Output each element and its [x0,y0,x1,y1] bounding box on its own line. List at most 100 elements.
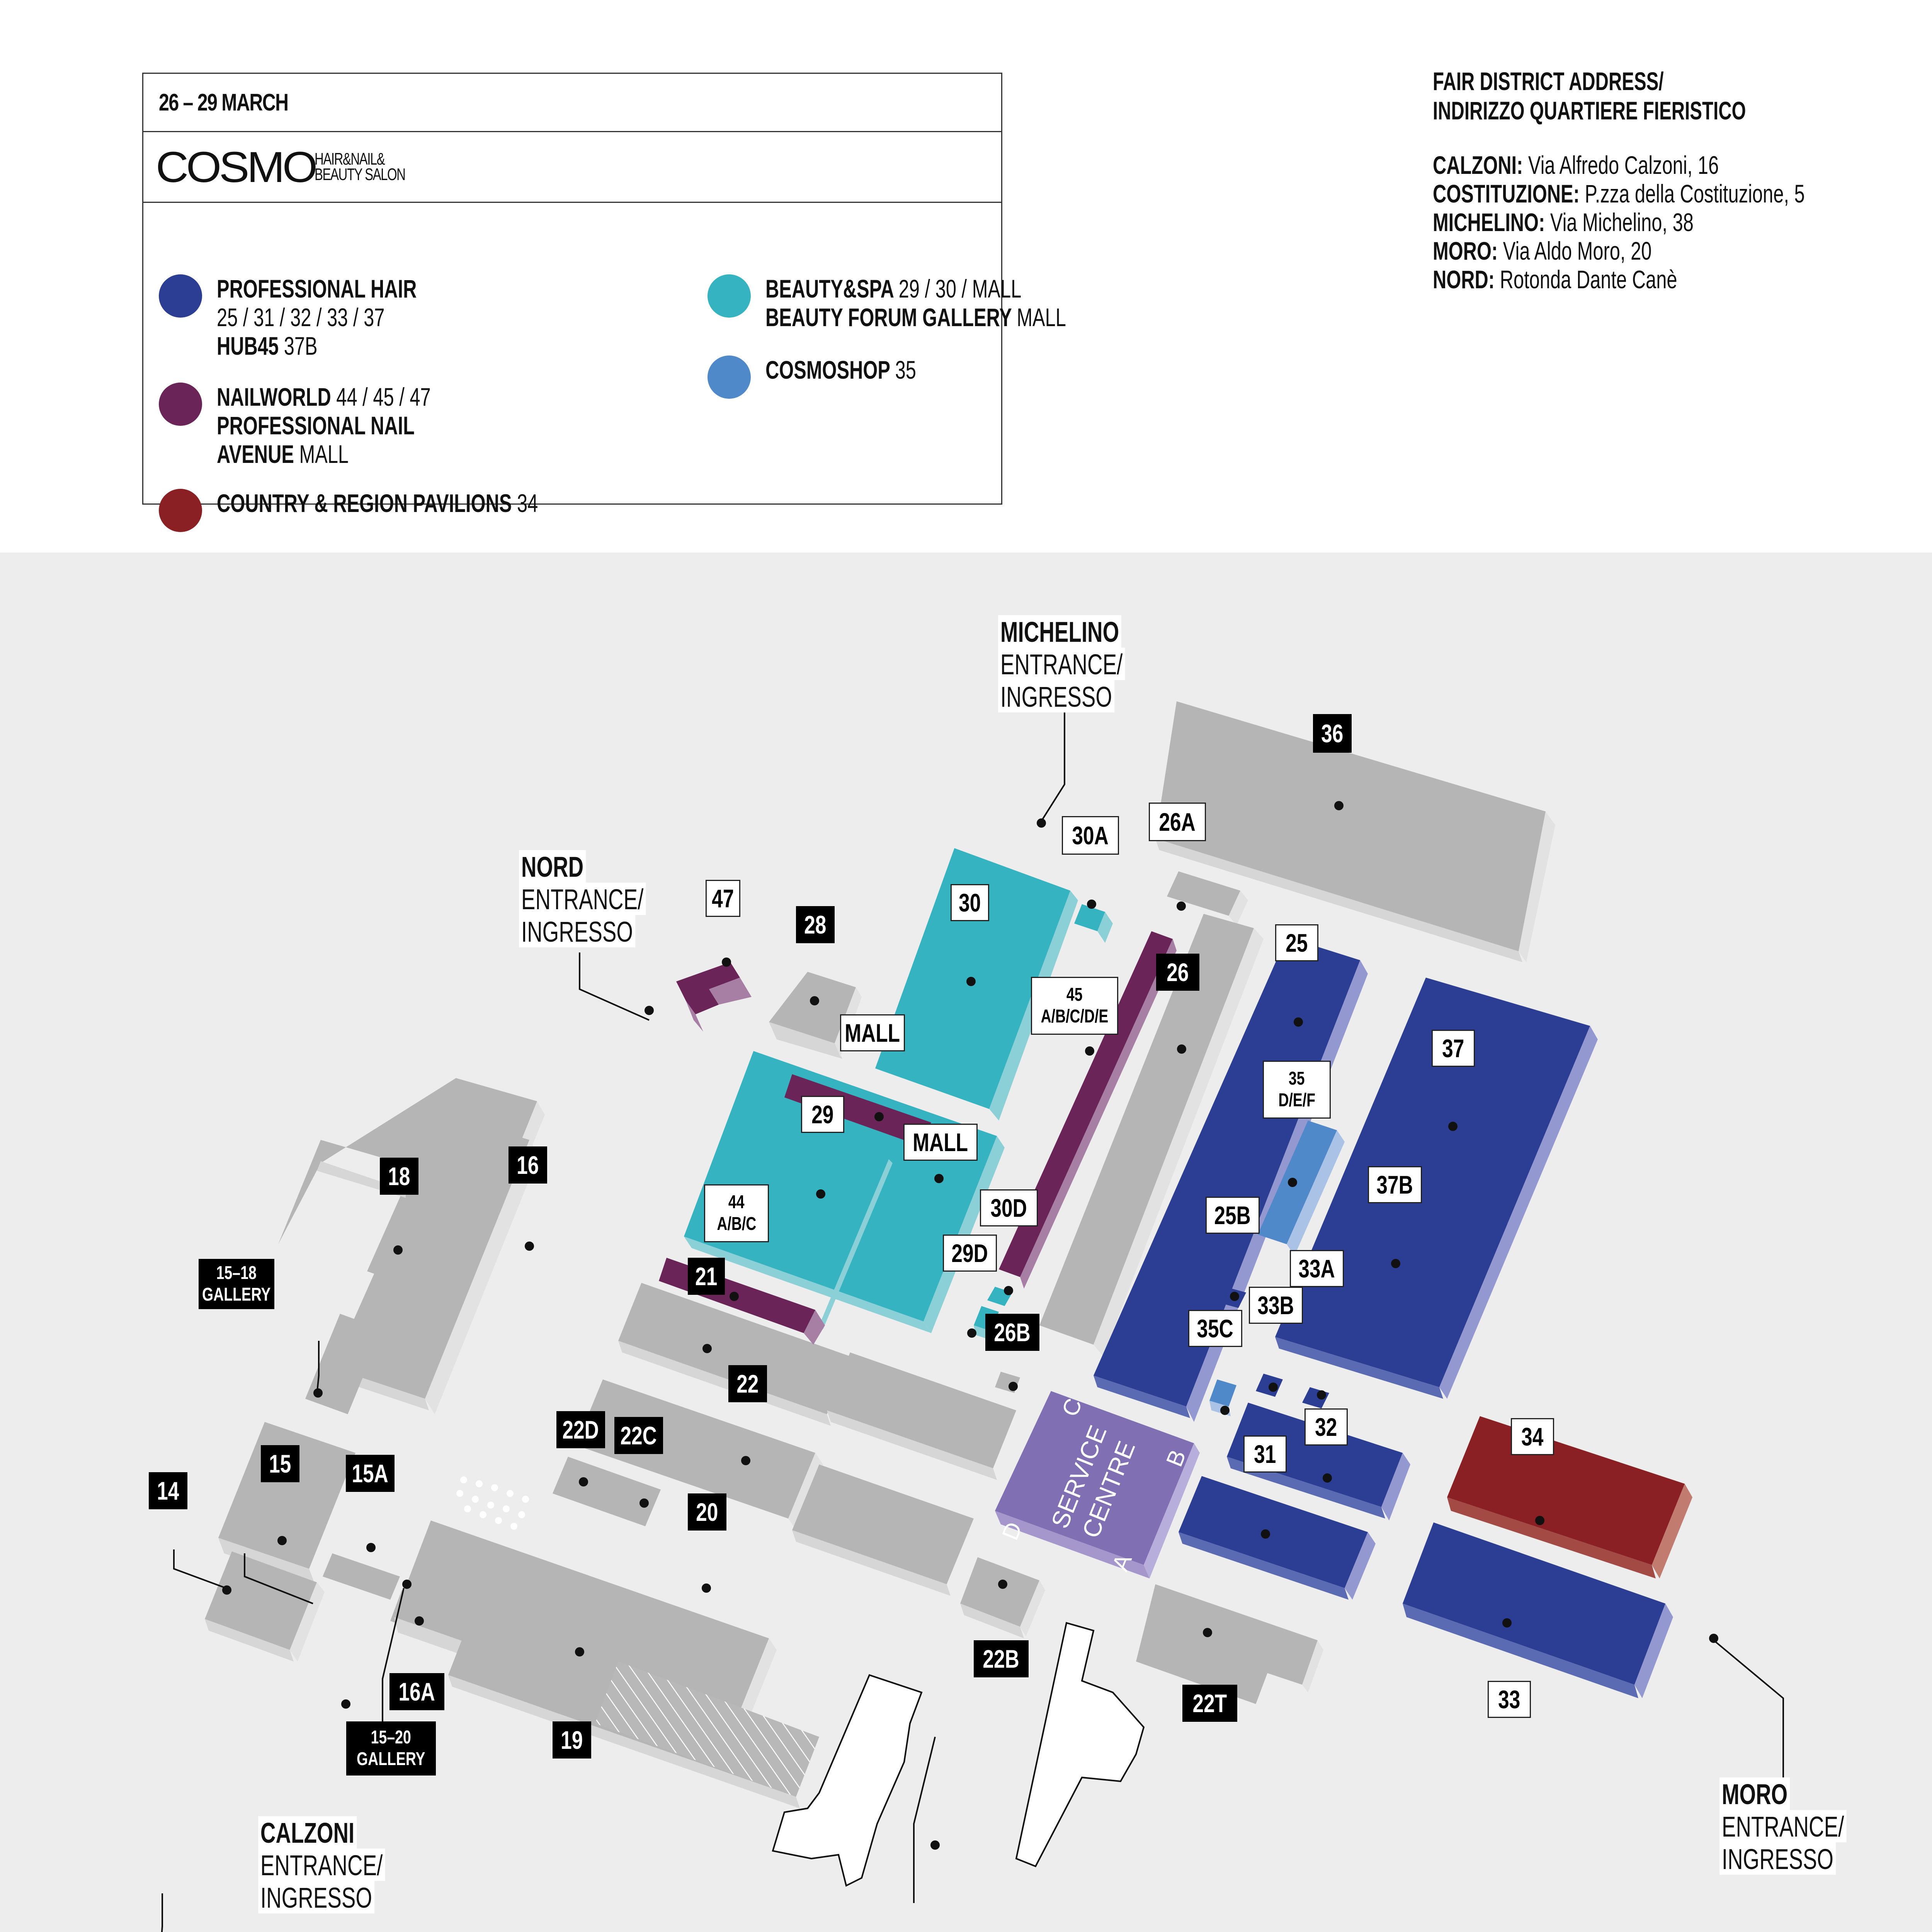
pavilion-label-25[interactable]: 25 [1275,924,1318,961]
entrance-sub: ENTRANCE/ [998,648,1125,680]
pavilion-label-29d[interactable]: 29D [943,1235,997,1272]
pavilion-label-22t[interactable]: 22T [1182,1685,1237,1722]
pavilion-33[interactable] [1403,1522,1673,1698]
pavilion-45[interactable] [999,931,1177,1289]
entrance-sub: INGRESSO [998,680,1114,713]
pavilion-label-21[interactable]: 21 [688,1258,725,1295]
color-dot-icon [159,489,202,532]
pavilion-label-18[interactable]: 18 [380,1158,418,1195]
pavilion-label-33b[interactable]: 33B [1249,1287,1303,1324]
pavilion-label-text: 30A [1072,821,1109,850]
pavilion-label-20[interactable]: 20 [688,1493,726,1531]
pavilion-label-text: 34 [1521,1422,1544,1451]
pavilion-15A[interactable] [323,1553,400,1600]
legend-item-country_region: COUNTRY & REGION PAVILIONS 34 [159,489,651,532]
pavilion-31[interactable] [1179,1476,1376,1600]
color-dot-icon [707,274,751,318]
pavilion-label-22d[interactable]: 22D [556,1411,605,1448]
pavilion-label-31[interactable]: 31 [1243,1435,1287,1473]
pavilion-label-28[interactable]: 28 [796,906,835,943]
pavilion-26B[interactable] [995,1372,1020,1393]
pavilion-label-text: 22 [736,1369,759,1398]
pattern-dots [456,1476,529,1530]
pavilion-label-text: 47 [712,884,734,913]
pavilion-label-text: 18 [388,1162,410,1190]
pavilion-label-22b[interactable]: 22B [974,1640,1029,1677]
pavilion-label-15a[interactable]: 15A [346,1455,395,1492]
pavilion-label-33a[interactable]: 33A [1290,1250,1344,1287]
entrance-moro[interactable]: MORO ENTRANCE/ INGRESSO [1719,1777,1891,1875]
pavilion-label-text: MALL [845,1019,900,1047]
pavilion-label-34[interactable]: 34 [1511,1418,1554,1455]
pavilion-label-text: 36 [1321,719,1344,748]
pavilion-15-18-gallery[interactable] [305,1314,383,1414]
pavilion-label-mall[interactable]: MALL [903,1124,978,1161]
pavilion-label-text: 33A [1298,1254,1335,1283]
pavilion-14[interactable] [205,1551,325,1662]
pavilion-label-15[interactable]: 15 [261,1445,299,1482]
address-title-line1: FAIR DISTRICT ADDRESS/ [1433,67,1664,95]
pavilion-label-text: 26B [994,1318,1031,1347]
pavilion-19[interactable] [448,1615,819,1808]
entrance-sub: INGRESSO [258,1881,374,1913]
pavilion-label-33[interactable]: 33 [1488,1681,1531,1718]
pavilion-label-26a[interactable]: 26A [1149,803,1206,841]
pavilion-label-32[interactable]: 32 [1304,1408,1348,1446]
color-dot-icon [159,274,202,318]
pavilion-47[interactable] [676,962,752,1032]
pavilion-35[interactable] [1258,1121,1345,1256]
pavilion-label-mall[interactable]: MALL [840,1014,905,1051]
pavilion-label-30d[interactable]: 30D [980,1189,1038,1226]
pavilion-label-35c[interactable]: 35C [1188,1310,1242,1347]
service-centre[interactable] [995,1391,1200,1578]
pavilion-label-22c[interactable]: 22C [614,1417,663,1454]
pavilion-36[interactable] [1155,701,1555,962]
pavilion-22B[interactable] [960,1557,1045,1638]
pavilion-label-text: 30 [959,888,981,917]
pavilion-label-text: 22D [562,1415,599,1444]
pavilion-22D-22C[interactable] [553,1457,661,1526]
pavilion-label-30a[interactable]: 30A [1062,816,1119,855]
entrance-calzoni[interactable]: CALZONI ENTRANCE/ INGRESSO [258,1816,430,1913]
pavilion-label-text: 19 [561,1726,583,1754]
pavilion-label-37b[interactable]: 37B [1368,1166,1422,1203]
pavilion-label-22[interactable]: 22 [728,1365,767,1402]
pavilion-21[interactable] [618,1283,1016,1480]
pavilion-label-47[interactable]: 47 [706,880,740,917]
entrance-nord[interactable]: NORD ENTRANCE/ INGRESSO [519,850,690,947]
logo-wordmark: COSMO [156,143,318,191]
pavilion-label-26b[interactable]: 26B [985,1314,1039,1351]
pavilion-label-30[interactable]: 30 [951,884,989,921]
entrance-michelino[interactable]: MICHELINO ENTRANCE/ INGRESSO [998,615,1170,713]
pavilion-22T[interactable] [1136,1584,1323,1704]
pavilion-22[interactable] [576,1379,974,1596]
pavilion-label-36[interactable]: 36 [1313,714,1352,753]
pavilion-26A[interactable] [1167,871,1248,925]
pavilion-label-37[interactable]: 37 [1432,1030,1475,1067]
pavilion-label-29[interactable]: 29 [801,1096,844,1133]
pavilion-15[interactable] [218,1422,355,1584]
pavilion-26[interactable] [1039,914,1264,1356]
pavilion-mall-nail-avenue[interactable] [784,1074,931,1146]
pavilion-label-text: 35 [1289,1068,1305,1089]
pavilion-37[interactable] [1275,978,1598,1399]
pavilion-label-25b[interactable]: 25B [1206,1197,1260,1234]
pavilion-label-16a[interactable]: 16A [389,1673,444,1710]
pavilion-34[interactable] [1447,1416,1692,1578]
pavilion-label-text: 15–20 [371,1727,412,1748]
pavilion-33A[interactable] [1302,1387,1329,1408]
pavilion-label-26[interactable]: 26 [1156,954,1199,991]
pavilion-label-text: 22T [1192,1689,1227,1718]
pavilion-30A[interactable] [1074,904,1113,943]
pavilion-label-14[interactable]: 14 [149,1472,187,1509]
pavilion-label-text: 15A [352,1459,389,1488]
pavilion-label-16[interactable]: 16 [509,1146,547,1184]
pavilion-label-19[interactable]: 19 [553,1721,591,1759]
pavilion-label-text: 31 [1254,1440,1276,1468]
